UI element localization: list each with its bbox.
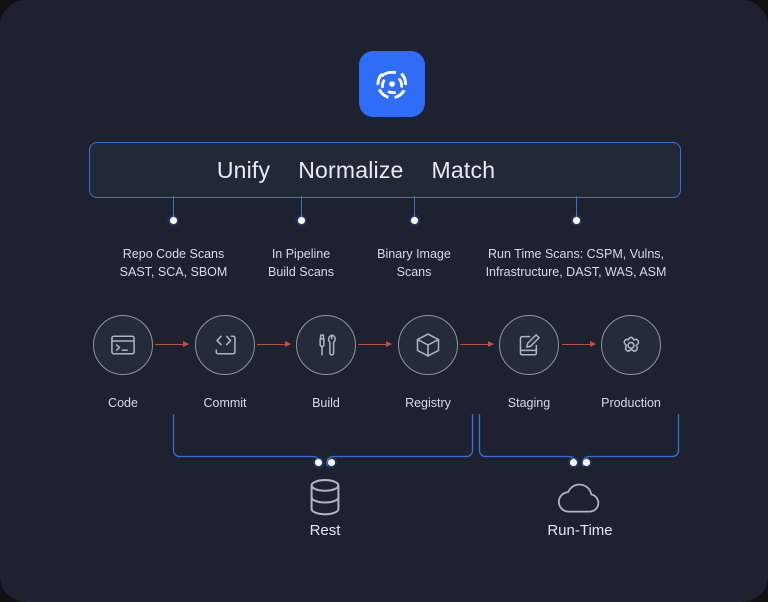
bracket-dot-runtime-left xyxy=(570,459,577,466)
bracket-dot-rest-right xyxy=(328,459,335,466)
group-label-rest: Rest xyxy=(309,522,341,539)
drop-line-1 xyxy=(173,196,175,220)
group-icon-runtime xyxy=(550,476,610,520)
bracket-dot-runtime-right xyxy=(583,459,590,466)
caption-line-1: Run Time Scans: CSPM, Vulns, xyxy=(488,247,664,261)
scan-caption-in-pipeline: In Pipeline Build Scans xyxy=(241,245,361,281)
unify-normalize-match-bar: Unify Normalize Match xyxy=(89,142,681,198)
caption-line-1: Repo Code Scans xyxy=(122,247,225,261)
drop-line-3 xyxy=(414,196,416,220)
pipeline-node-production[interactable] xyxy=(601,315,661,375)
app-logo xyxy=(359,51,425,117)
drop-dot-3 xyxy=(411,217,418,224)
pipeline-node-staging[interactable] xyxy=(499,315,559,375)
node-circle xyxy=(195,315,255,375)
caption-line-2: Build Scans xyxy=(267,265,334,279)
header-word-match: Match xyxy=(431,156,496,183)
node-circle xyxy=(499,315,559,375)
scan-caption-binary-image: Binary Image Scans xyxy=(354,245,474,281)
document-pencil-icon xyxy=(515,331,543,359)
gear-icon xyxy=(617,331,645,359)
drop-line-2 xyxy=(301,196,303,220)
caption-line-1: In Pipeline xyxy=(271,247,331,261)
pipeline-node-commit[interactable] xyxy=(195,315,255,375)
pipeline-label-production: Production xyxy=(601,396,661,410)
arrow-staging-production xyxy=(562,339,596,349)
cloud-icon xyxy=(556,480,604,516)
node-circle xyxy=(296,315,356,375)
header-word-unify: Unify xyxy=(216,156,271,183)
arrow-code-commit xyxy=(155,339,189,349)
arrow-build-registry xyxy=(358,339,392,349)
database-cylinder-icon xyxy=(305,477,345,519)
caption-line-2: Infrastructure, DAST, WAS, ASM xyxy=(485,265,667,279)
node-circle xyxy=(93,315,153,375)
screwdriver-wrench-icon xyxy=(312,331,340,359)
caption-line-2: Scans xyxy=(396,265,432,279)
caption-line-2: SAST, SCA, SBOM xyxy=(119,265,228,279)
bracket-rest xyxy=(172,414,474,466)
caption-line-1: Binary Image xyxy=(377,247,451,261)
code-brackets-icon xyxy=(211,331,239,359)
pipeline-label-code: Code xyxy=(108,396,138,410)
header-words: Unify Normalize Match xyxy=(217,157,495,184)
node-circle xyxy=(601,315,661,375)
pipeline-node-code[interactable] xyxy=(93,315,153,375)
pipeline-node-registry[interactable] xyxy=(398,315,458,375)
group-label-runtime: Run-Time xyxy=(547,522,613,539)
bracket-runtime xyxy=(478,414,680,466)
cube-icon xyxy=(414,331,442,359)
header-word-normalize: Normalize xyxy=(298,156,404,183)
group-icon-rest xyxy=(295,476,355,520)
node-circle xyxy=(398,315,458,375)
arrow-registry-staging xyxy=(460,339,494,349)
drop-dot-1 xyxy=(170,217,177,224)
terminal-icon xyxy=(109,331,137,359)
pipeline-label-commit: Commit xyxy=(203,396,247,410)
pipeline-label-staging: Staging xyxy=(507,396,551,410)
atom-orbit-icon xyxy=(371,63,413,105)
pipeline-label-registry: Registry xyxy=(405,396,451,410)
drop-dot-4 xyxy=(573,217,580,224)
drop-line-4 xyxy=(576,196,578,220)
arrow-commit-build xyxy=(257,339,291,349)
pipeline-label-build: Build xyxy=(312,396,340,410)
scan-caption-repo-code: Repo Code Scans SAST, SCA, SBOM xyxy=(96,245,251,281)
scan-caption-run-time: Run Time Scans: CSPM, Vulns, Infrastruct… xyxy=(473,245,679,281)
pipeline-node-build[interactable] xyxy=(296,315,356,375)
drop-dot-2 xyxy=(298,217,305,224)
bracket-dot-rest-left xyxy=(315,459,322,466)
